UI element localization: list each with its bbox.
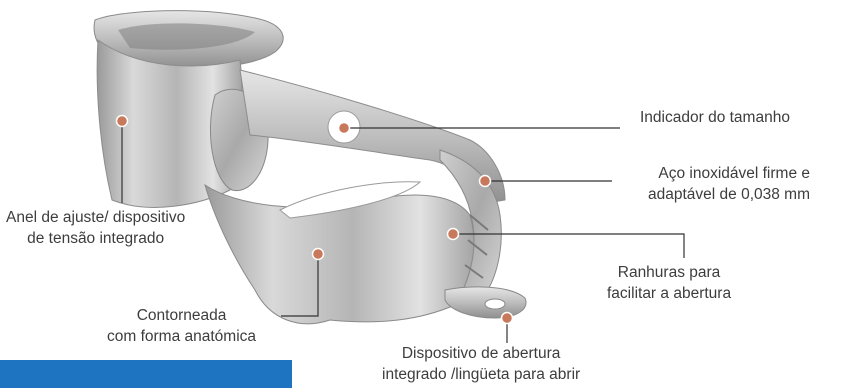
label-contoured: Contorneada com forma anatómica	[107, 305, 256, 347]
marker-grooves	[448, 229, 459, 240]
marker-opening	[502, 313, 513, 324]
marker-steel	[480, 176, 491, 187]
marker-ring	[117, 116, 128, 127]
matrix-band-shape	[94, 11, 526, 324]
label-steel: Aço inoxidável firme e adaptável de 0,03…	[648, 163, 810, 205]
marker-size-indicator	[339, 123, 350, 134]
label-ring: Anel de ajuste/ dispositivo de tensão in…	[6, 207, 185, 249]
label-opening: Dispositivo de abertura integrado /lingü…	[382, 343, 580, 385]
accent-bar	[0, 360, 292, 388]
marker-contoured	[313, 249, 324, 260]
label-size-indicator: Indicador do tamanho	[640, 107, 790, 128]
label-grooves: Ranhuras para facilitar a abertura	[607, 262, 731, 304]
